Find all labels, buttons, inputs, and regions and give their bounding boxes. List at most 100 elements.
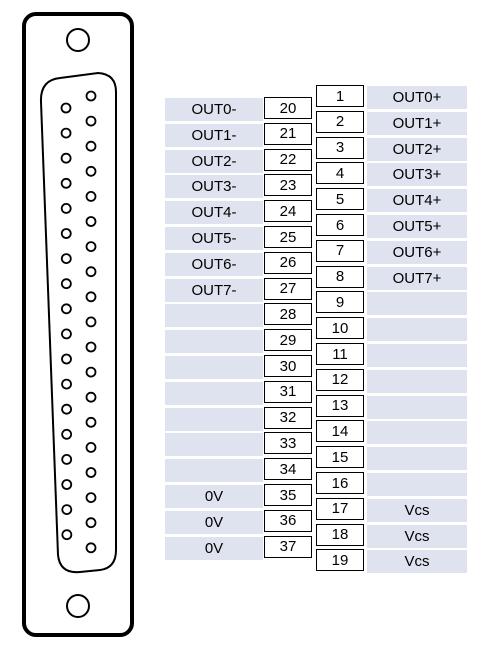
pin-number-box: 12	[316, 368, 364, 391]
pin-hole	[85, 492, 97, 504]
right-signal-label	[367, 421, 467, 445]
pin-number-box: 15	[316, 446, 364, 469]
right-signal-label: OUT1+	[367, 111, 467, 135]
pin-hole	[85, 542, 97, 554]
left-signal-label: OUT0-	[165, 98, 263, 121]
left-signal-label: 0V	[165, 485, 263, 508]
right-signal-label	[367, 318, 467, 342]
pin-number-box: 19	[316, 549, 364, 572]
left-signal-label: 0V	[165, 536, 263, 560]
right-signal-label: OUT5+	[367, 215, 467, 238]
left-signal-label: OUT3-	[165, 175, 263, 199]
pin-hole	[85, 90, 97, 102]
pin-number-box: 37	[264, 535, 312, 558]
left-signal-label: OUT2-	[165, 149, 263, 173]
pin-number-box: 31	[264, 380, 312, 403]
right-signal-label: Vcs	[367, 524, 467, 548]
left-signal-label	[165, 459, 263, 483]
pin-number-box: 6	[316, 214, 364, 236]
pin-number-box: 29	[264, 329, 312, 352]
pin-hole	[85, 216, 97, 227]
right-signal-label: OUT7+	[367, 266, 467, 290]
pin-number-box: 34	[264, 458, 312, 481]
pin-hole	[61, 328, 72, 340]
pin-hole	[85, 416, 97, 428]
pin-hole	[60, 202, 72, 214]
pin-number-box: 13	[316, 394, 364, 417]
left-signal-label: OUT7-	[165, 278, 263, 302]
pin-number-box: 17	[316, 497, 364, 520]
pin-number-box: 22	[264, 148, 312, 171]
pin-hole	[85, 316, 97, 328]
left-signal-label: OUT6-	[165, 252, 263, 276]
pin-hole	[85, 266, 97, 278]
pin-hole	[85, 391, 97, 403]
pin-number-box: 16	[316, 472, 364, 494]
left-signal-label	[165, 304, 263, 328]
pin-hole	[85, 467, 97, 478]
pin-number-box: 20	[264, 97, 312, 119]
pin-number-box: 26	[264, 251, 312, 274]
left-signal-label: OUT1-	[165, 123, 263, 147]
pin-number-box: 1	[316, 85, 364, 107]
mount-hole-bottom	[66, 594, 90, 618]
pin-hole	[61, 303, 72, 315]
pin-hole	[85, 366, 97, 378]
pin-number-box: 11	[316, 343, 364, 365]
pin-hole	[85, 341, 97, 353]
pin-hole	[61, 479, 73, 490]
pin-number-box: 3	[316, 136, 364, 159]
left-signal-label	[165, 381, 263, 405]
pin-number-box: 28	[264, 303, 312, 326]
pin-hole	[85, 517, 97, 529]
pin-number-box: 8	[316, 265, 364, 288]
pin-number-box: 2	[316, 110, 364, 133]
pin-holes	[60, 90, 97, 554]
pin-number-box: 32	[264, 406, 312, 429]
pin-number-box: 18	[316, 523, 364, 546]
pin-hole	[60, 102, 72, 114]
pin-number-box: 27	[264, 277, 312, 300]
pin-hole	[85, 441, 97, 453]
right-signal-label	[367, 395, 467, 419]
right-signal-label: Vcs	[367, 550, 467, 574]
pin-number-box: 30	[264, 355, 312, 377]
pin-hole	[85, 241, 97, 253]
left-signal-label	[165, 407, 263, 431]
pin-hole	[61, 428, 73, 440]
left-signal-label	[165, 356, 263, 379]
pin-hole	[61, 453, 73, 465]
right-signal-label: OUT3+	[367, 163, 467, 187]
pin-number-box: 35	[264, 484, 312, 506]
pin-hole	[60, 253, 72, 265]
pin-number-box: 21	[264, 122, 312, 145]
right-signal-label	[367, 344, 467, 367]
right-signal-label: OUT2+	[367, 137, 467, 161]
pin-hole	[61, 378, 72, 390]
pin-number-box: 33	[264, 432, 312, 455]
pin-hole	[60, 127, 72, 139]
pin-hole	[85, 291, 97, 303]
pin-number-box: 7	[316, 239, 364, 262]
left-signal-label: OUT4-	[165, 201, 263, 225]
left-signal-label: 0V	[165, 510, 263, 534]
pin-number-box: 4	[316, 162, 364, 185]
pin-hole	[61, 403, 72, 415]
pin-number-box: 36	[264, 509, 312, 532]
pin-number-box: 14	[316, 420, 364, 443]
right-signal-label: OUT6+	[367, 240, 467, 264]
pin-hole	[60, 177, 72, 189]
pin-number-box: 5	[316, 188, 364, 211]
left-signal-label	[165, 330, 263, 354]
pin-hole	[85, 115, 97, 127]
connector-insert	[39, 71, 117, 574]
left-signal-label	[165, 433, 263, 457]
pin-hole	[60, 278, 72, 290]
pin-number-box: 25	[264, 226, 312, 248]
right-signal-label	[367, 447, 467, 471]
pin-number-box: 9	[316, 291, 364, 314]
pin-number-box: 24	[264, 200, 312, 223]
right-signal-label	[367, 369, 467, 393]
pin-hole	[60, 152, 72, 164]
